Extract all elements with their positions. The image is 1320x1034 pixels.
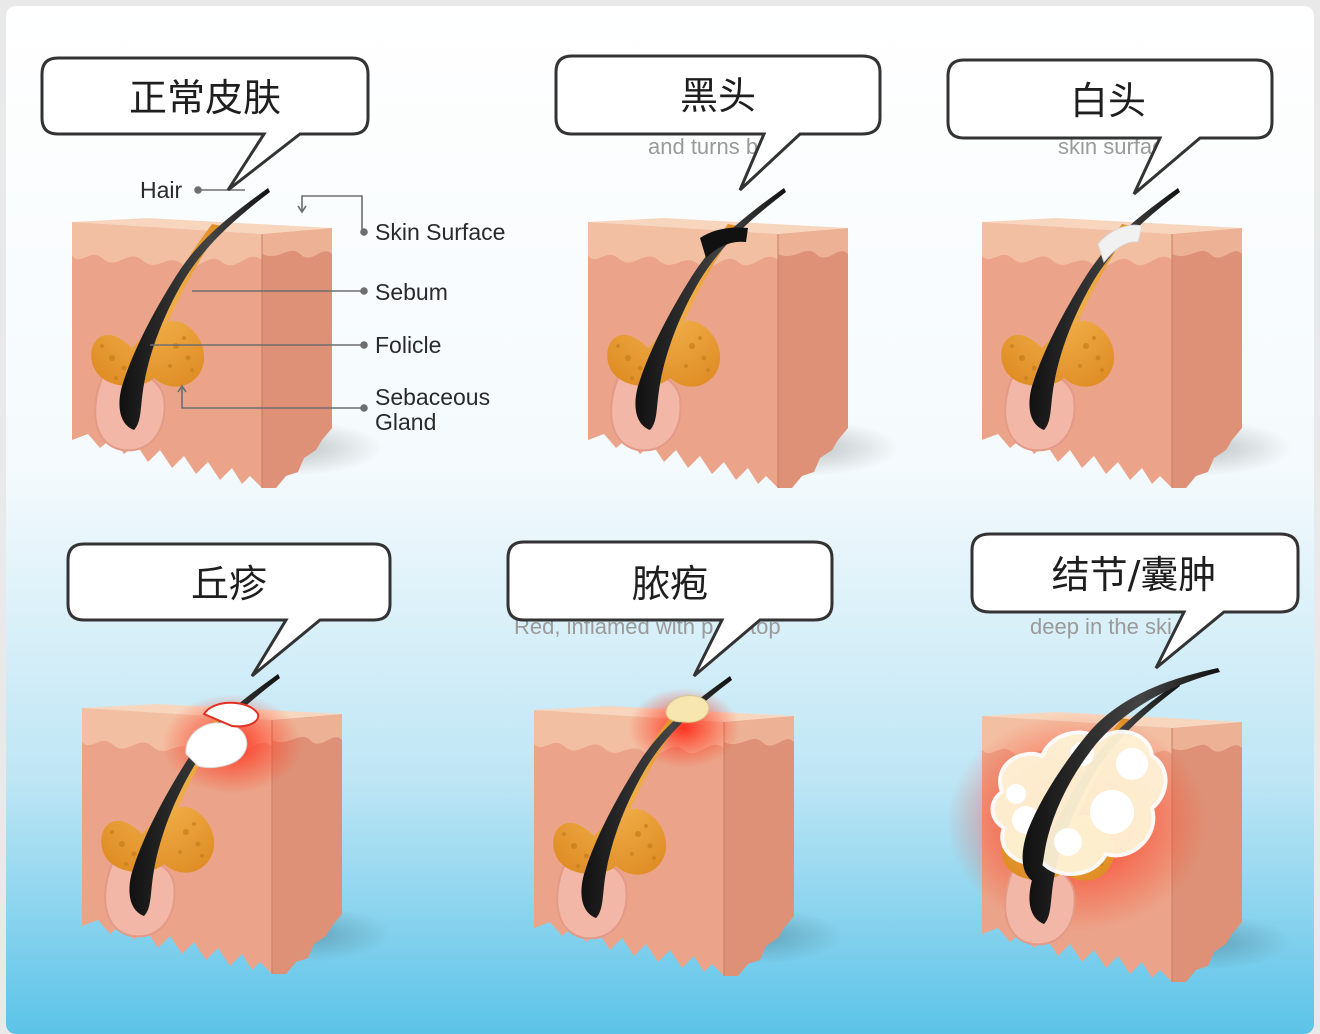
title-papule: 丘疹	[191, 562, 267, 606]
label-gland: Gland	[375, 409, 436, 435]
faded-caption-nodule: deep in the ski	[1030, 614, 1172, 639]
panel-blackhead: and turns b k 黑头	[554, 54, 899, 489]
skin-block-pustule	[533, 675, 845, 977]
title-blackhead: 黑头	[680, 74, 756, 118]
skin-block-whitehead	[981, 187, 1293, 489]
annotation-labels: Hair Skin Surface Sebum Folicle Sebaceou…	[140, 177, 505, 435]
title-nodule-cyst: 结节/囊肿	[1052, 553, 1217, 597]
label-hair: Hair	[140, 177, 183, 203]
speech-bubble-pustule: 脓疱	[506, 540, 834, 678]
papule-lesion	[185, 722, 248, 769]
skin-block-papule	[81, 673, 393, 975]
label-skin-surface: Skin Surface	[375, 219, 505, 245]
annotation-leaders	[150, 186, 368, 412]
speech-bubble-whitehead: 白头	[946, 58, 1274, 196]
speech-bubble-normal: 正常皮肤	[40, 56, 370, 192]
label-sebum: Sebum	[375, 279, 448, 305]
skin-block-blackhead	[587, 187, 899, 489]
panel-papule: 丘疹	[66, 542, 393, 975]
pustule-head	[665, 695, 710, 723]
label-sebaceous: Sebaceous	[375, 384, 490, 410]
speech-bubble-blackhead: 黑头	[554, 54, 882, 192]
panel-whitehead: skin surfac 白头	[946, 58, 1293, 489]
speech-bubble-nodule: 结节/囊肿	[970, 532, 1300, 670]
blackhead-plug	[700, 227, 748, 258]
panel-normal-skin: Hair Skin Surface Sebum Folicle Sebaceou…	[40, 56, 505, 489]
title-whitehead: 白头	[1070, 79, 1146, 123]
title-pustule: 脓疱	[632, 562, 708, 606]
whitehead-plug	[1097, 224, 1143, 264]
speech-bubble-papule: 丘疹	[66, 542, 392, 678]
skin-block-nodule	[947, 668, 1293, 983]
label-folicle: Folicle	[375, 332, 441, 358]
panel-nodule-cyst: deep in the ski 结节/囊肿	[947, 532, 1300, 983]
panel-pustule: Red, inflamed with p on top 脓疱	[506, 540, 845, 977]
title-normal-skin: 正常皮肤	[129, 76, 281, 120]
